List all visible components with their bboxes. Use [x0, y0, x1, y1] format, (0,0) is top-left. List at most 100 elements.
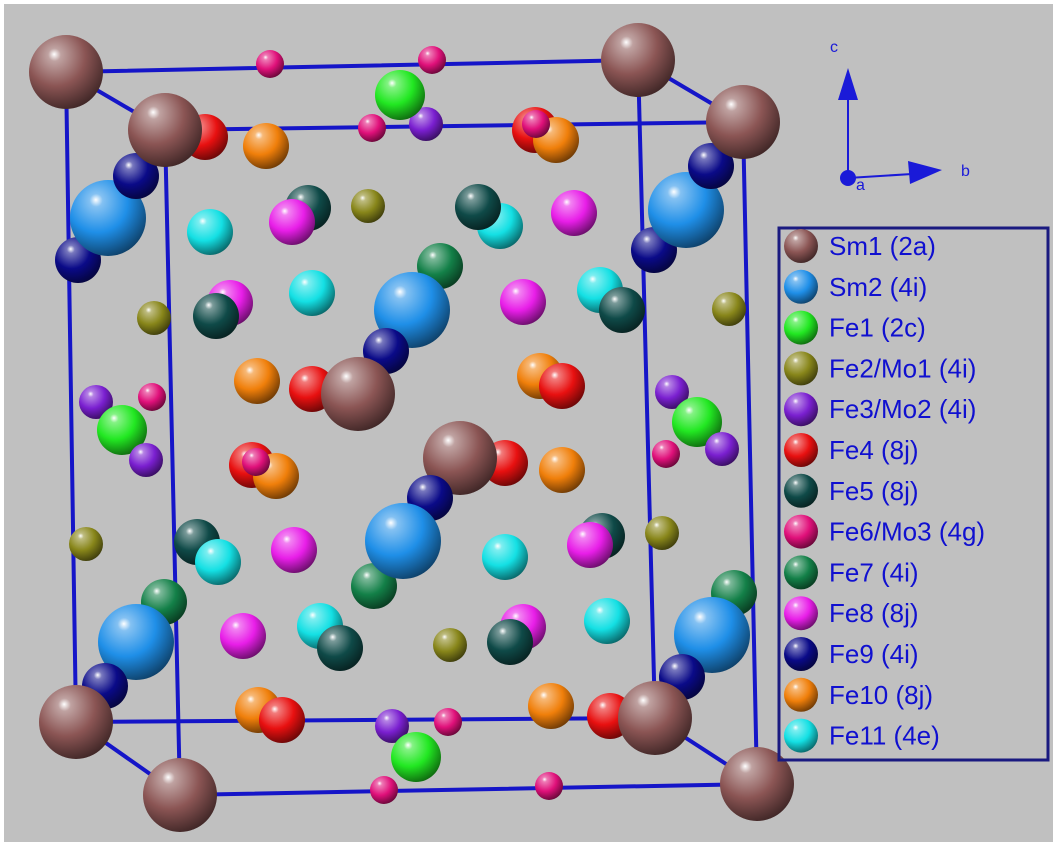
atom-sm1: [321, 357, 395, 431]
atom-sm1: [601, 23, 675, 97]
atom-fe11: [195, 539, 241, 585]
a-axis-label: a: [856, 177, 865, 194]
legend-label-fe9: Fe9 (4i): [829, 639, 919, 669]
legend-label-fe10: Fe10 (8j): [829, 680, 933, 710]
atom-fe5: [317, 625, 363, 671]
atom-sm2: [365, 503, 441, 579]
legend-swatch-sm2: [784, 269, 818, 304]
b-axis-arrowhead: [908, 161, 942, 184]
atom-fe5: [455, 184, 501, 230]
legend-label-fe11: Fe11 (4e): [829, 721, 940, 751]
atom-sm1: [720, 747, 794, 821]
legend-swatch-fe9: [784, 637, 818, 671]
atom-fe6-mo3: [138, 383, 166, 411]
atom-sm1: [128, 93, 202, 167]
atom-fe5: [487, 619, 533, 665]
atom-fe6-mo3: [434, 708, 462, 736]
legend-swatch-fe2-mo1: [784, 351, 818, 386]
atom-fe2-mo1: [712, 292, 746, 326]
atom-fe3-mo2: [79, 385, 113, 419]
atom-fe9: [688, 143, 734, 189]
legend-label-fe4: Fe4 (8j): [829, 435, 919, 465]
atom-sm2: [98, 604, 174, 680]
legend-label-sm2: Sm2 (4i): [829, 272, 927, 302]
legend-swatch-sm1: [784, 229, 818, 263]
atom-fe2-mo1: [137, 301, 171, 335]
legend-label-fe3-mo2: Fe3/Mo2 (4i): [829, 394, 976, 424]
legend-label-fe8: Fe8 (8j): [829, 598, 919, 628]
legend-label-fe2-mo1: Fe2/Mo1 (4i): [829, 353, 976, 383]
atom-fe6-mo3: [242, 448, 270, 476]
atom-fe8: [551, 190, 597, 236]
atom-sm2: [374, 272, 450, 348]
a-axis-dot: [840, 170, 856, 186]
atom-sm1: [706, 85, 780, 159]
legend-swatch-fe8: [784, 596, 818, 631]
atom-fe8: [220, 613, 266, 659]
b-axis-line: [847, 173, 913, 179]
atom-sm2: [70, 180, 146, 256]
atom-fe10: [243, 123, 289, 169]
atom-fe2-mo1: [351, 189, 385, 223]
legend-label-fe7: Fe7 (4i): [829, 557, 919, 587]
atom-fe5: [193, 293, 239, 339]
atoms: [29, 23, 794, 832]
axis-triad: c b a: [830, 39, 970, 194]
atom-sm1: [618, 681, 692, 755]
atom-fe1: [375, 70, 425, 120]
atom-fe8: [567, 522, 613, 568]
atom-sm2: [674, 597, 750, 673]
atom-fe11: [187, 209, 233, 255]
atom-fe6-mo3: [370, 776, 398, 804]
atom-fe4: [539, 363, 585, 409]
legend-label-sm1: Sm1 (2a): [829, 231, 936, 261]
atom-fe6-mo3: [652, 440, 680, 468]
atom-fe6-mo3: [535, 772, 563, 800]
atom-fe3-mo2: [409, 107, 443, 141]
atom-fe3-mo2: [129, 443, 163, 477]
atom-fe6-mo3: [358, 114, 386, 142]
c-axis-label: c: [830, 39, 838, 56]
legend-swatch-fe10: [784, 677, 818, 712]
atom-fe6-mo3: [418, 46, 446, 74]
legend-swatch-fe6-mo3: [784, 514, 818, 549]
atom-fe3-mo2: [705, 432, 739, 466]
atom-fe4: [259, 697, 305, 743]
c-axis-arrowhead: [838, 68, 858, 100]
atom-fe5: [599, 287, 645, 333]
atom-fe2-mo1: [433, 628, 467, 662]
atom-fe10: [539, 447, 585, 493]
atom-fe6-mo3: [522, 110, 550, 138]
legend-swatch-fe7: [784, 555, 818, 590]
atom-fe11: [482, 534, 528, 580]
legend: Sm1 (2a) Sm2 (4i) Fe1 (2c) Fe2/Mo1 (4i) Fe3/…: [777, 226, 1050, 762]
atom-fe3-mo2: [655, 375, 689, 409]
atom-sm2: [648, 172, 724, 248]
atom-fe8: [500, 279, 546, 325]
atom-fe11: [584, 598, 630, 644]
atom-fe1: [97, 405, 147, 455]
atom-sm1: [143, 758, 217, 832]
atom-fe1: [391, 732, 441, 782]
legend-label-fe6-mo3: Fe6/Mo3 (4g): [829, 517, 985, 547]
atom-fe10: [528, 683, 574, 729]
atom-fe8: [269, 199, 315, 245]
atom-fe6-mo3: [256, 50, 284, 78]
atom-fe1: [672, 397, 722, 447]
legend-swatch-fe11: [784, 718, 818, 753]
legend-swatch-fe1: [784, 310, 818, 345]
atom-fe3-mo2: [375, 709, 409, 743]
legend-swatch-fe5: [784, 473, 818, 508]
atom-fe11: [289, 270, 335, 316]
atom-fe10: [234, 358, 280, 404]
legend-label-fe1: Fe1 (2c): [829, 313, 926, 343]
atom-fe2-mo1: [69, 527, 103, 561]
atom-fe8: [271, 527, 317, 573]
legend-swatch-fe4: [784, 433, 818, 467]
legend-swatch-fe3-mo2: [784, 392, 818, 427]
atom-fe9: [113, 153, 159, 199]
atom-sm1: [39, 685, 113, 759]
legend-label-fe5: Fe5 (8j): [829, 476, 919, 506]
b-axis-label: b: [961, 163, 970, 180]
